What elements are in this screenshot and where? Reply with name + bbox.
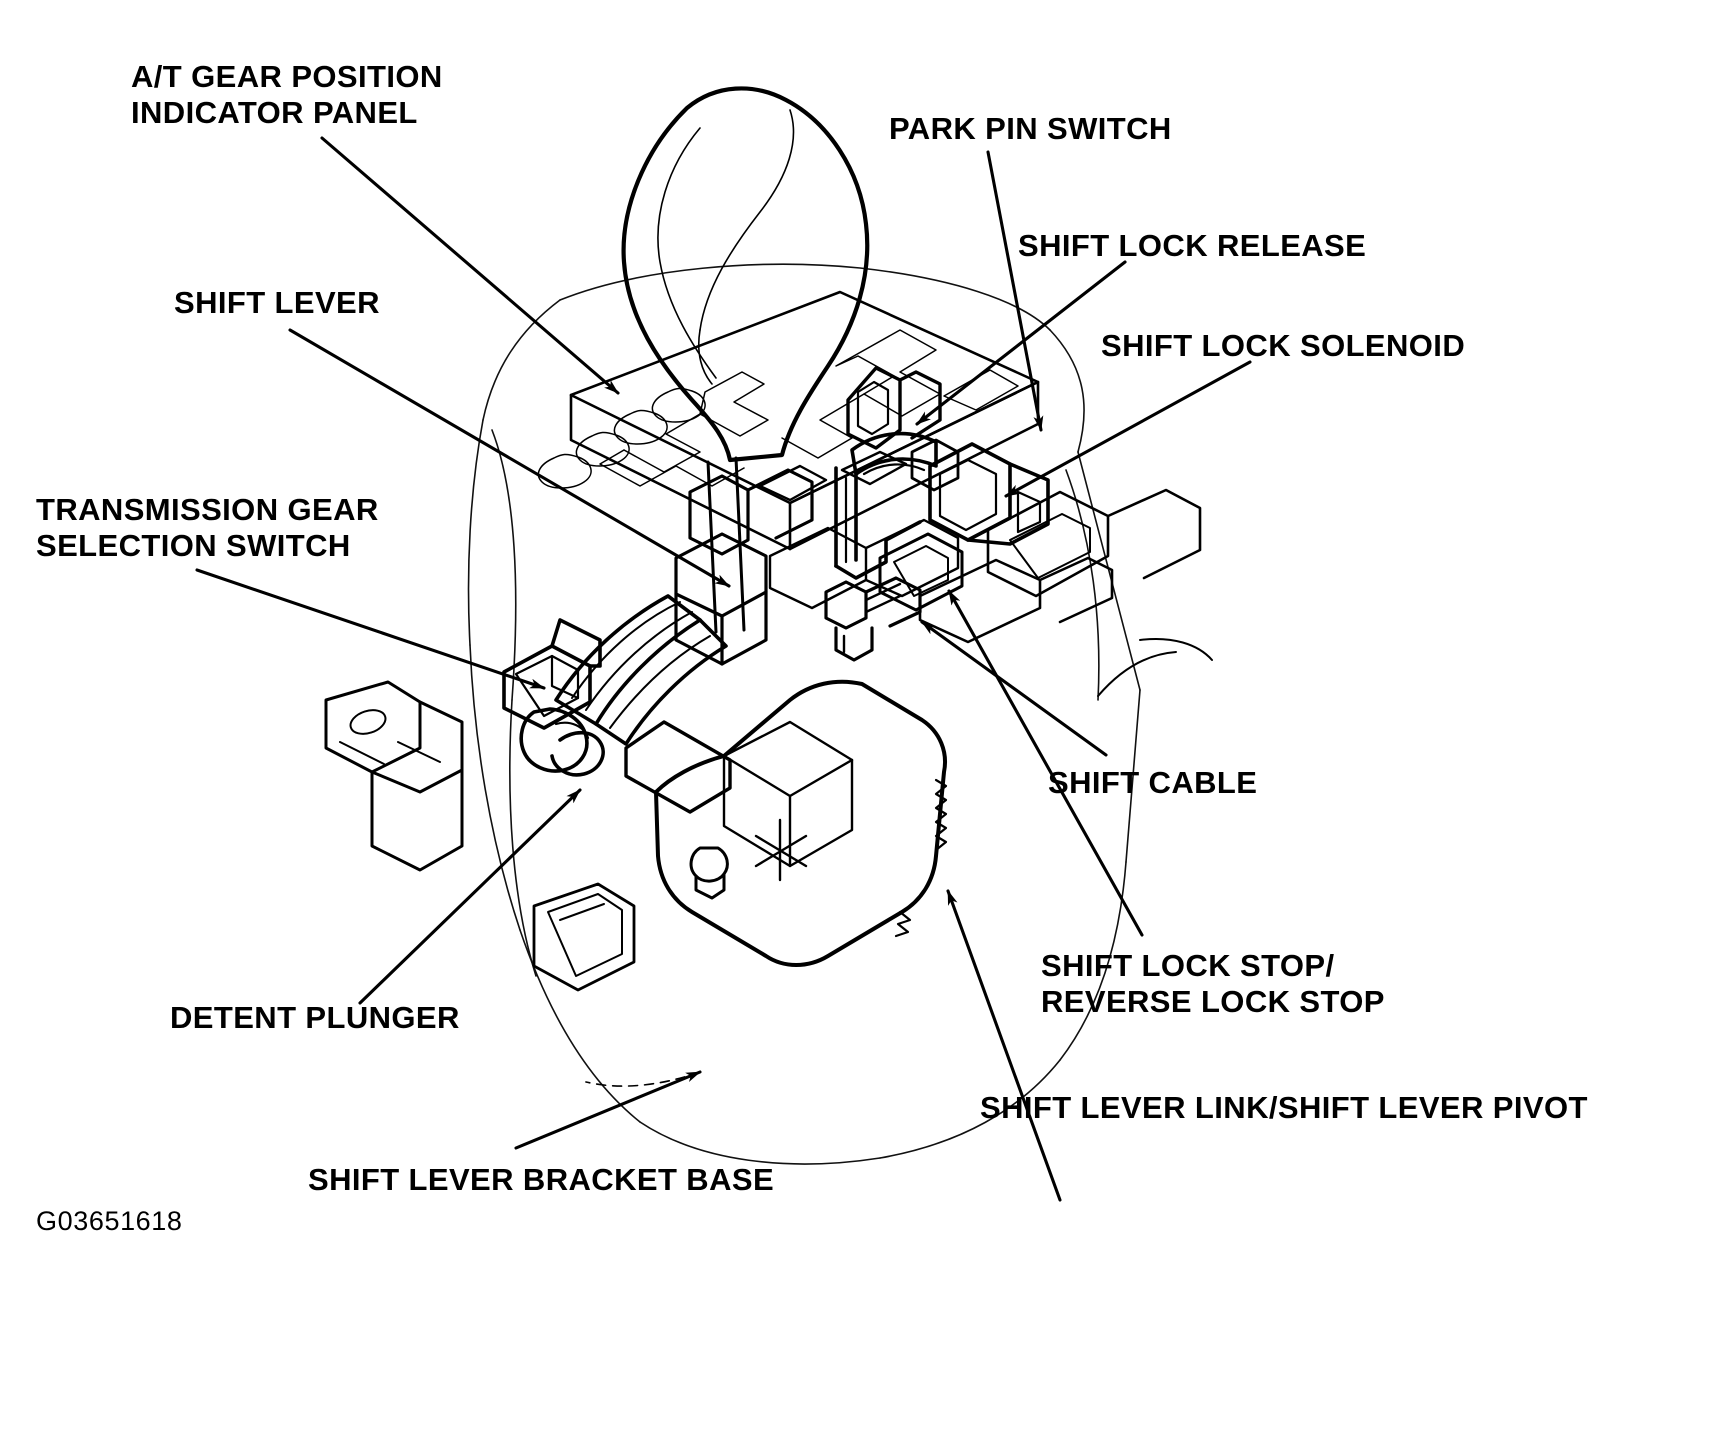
callout-shift-lever: SHIFT LEVER <box>174 285 380 320</box>
callout-shift-lock-release: SHIFT LOCK RELEASE <box>1018 228 1367 263</box>
callout-shift-cable: SHIFT CABLE <box>1048 765 1258 800</box>
callout-shift-lever-link-shift-lever-pivot: SHIFT LEVER LINK/SHIFT LEVER PIVOT <box>980 1090 1588 1125</box>
callout-transmission-gear-selection-switch: TRANSMISSION GEAR SELECTION SWITCH <box>36 492 379 563</box>
callout-detent-plunger: DETENT PLUNGER <box>170 1000 460 1035</box>
callout-shift-lock-solenoid: SHIFT LOCK SOLENOID <box>1101 328 1466 363</box>
figure-code: G03651618 <box>36 1206 183 1236</box>
callout-park-pin-switch: PARK PIN SWITCH <box>889 111 1172 146</box>
callout-at-gear-position-indicator-panel: A/T GEAR POSITION INDICATOR PANEL <box>131 59 443 130</box>
callout-shift-lock-stop-reverse-lock-stop: SHIFT LOCK STOP/ REVERSE LOCK STOP <box>1041 948 1385 1019</box>
callout-shift-lever-bracket-base: SHIFT LEVER BRACKET BASE <box>308 1162 775 1197</box>
